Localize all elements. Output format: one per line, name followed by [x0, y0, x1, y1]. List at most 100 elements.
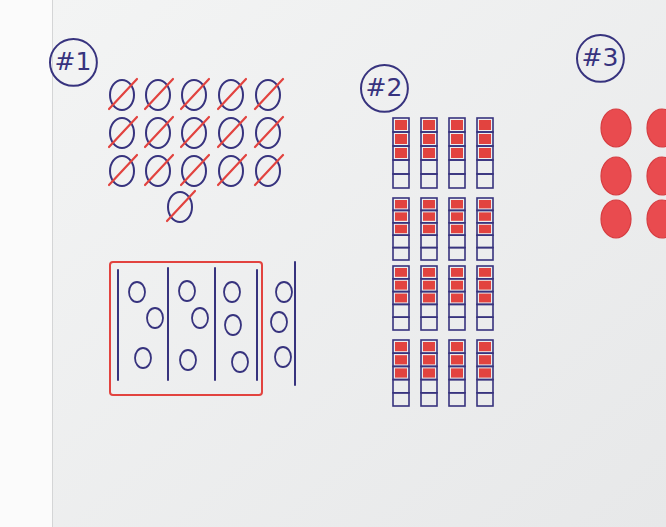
- circle-counter: [135, 348, 151, 368]
- red-fill: [395, 268, 407, 277]
- strip-cell: [449, 118, 465, 132]
- circle-counter: [129, 282, 145, 302]
- red-fill: [451, 294, 463, 303]
- cross-out-slash: [181, 155, 209, 185]
- cross-out-slash: [181, 79, 209, 109]
- red-fill: [395, 355, 407, 364]
- strip-cell: [393, 118, 409, 132]
- circle-counter: [192, 308, 208, 328]
- circle-counter: [224, 282, 240, 302]
- red-fill: [423, 120, 435, 130]
- strip-cell: [393, 160, 409, 174]
- red-counter: [647, 157, 666, 195]
- group-box: [110, 262, 262, 395]
- strip-cell: [477, 366, 493, 379]
- strip-cell: [421, 304, 437, 317]
- red-fill: [395, 148, 407, 158]
- strip-cell: [449, 198, 465, 210]
- red-fill: [451, 212, 463, 220]
- red-counter: [601, 109, 631, 147]
- strip-cell: [393, 317, 409, 330]
- red-counters: [601, 109, 666, 238]
- strip-cell: [421, 279, 437, 292]
- strip-cell: [421, 353, 437, 366]
- strip-cell: [477, 353, 493, 366]
- strip-cell: [477, 174, 493, 188]
- red-counter: [647, 109, 666, 147]
- red-fill: [395, 368, 407, 377]
- red-fill: [451, 342, 463, 351]
- strip-cell: [477, 340, 493, 353]
- problem-number: #1: [55, 49, 92, 74]
- strip-cell: [477, 317, 493, 330]
- strip-cell: [477, 118, 493, 132]
- strip-cell: [421, 292, 437, 305]
- strip-cell: [449, 317, 465, 330]
- grouped-circles: [110, 262, 295, 395]
- strip-cell: [421, 223, 437, 235]
- problem-number: #3: [582, 45, 619, 70]
- red-fill: [423, 134, 435, 144]
- strip-cell: [449, 248, 465, 260]
- ten-frame-strips: [393, 118, 493, 406]
- strip-cell: [393, 210, 409, 222]
- red-fill: [451, 148, 463, 158]
- circle-counter: [225, 315, 241, 335]
- red-fill: [451, 225, 463, 233]
- red-fill: [451, 120, 463, 130]
- strip-cell: [421, 317, 437, 330]
- strip-cell: [449, 366, 465, 379]
- cross-out-slash: [255, 79, 283, 109]
- red-fill: [451, 281, 463, 290]
- strip-cell: [449, 223, 465, 235]
- cross-out-slash: [145, 79, 173, 109]
- red-fill: [451, 355, 463, 364]
- circle-counter: [276, 282, 292, 302]
- cross-out-slash: [218, 155, 246, 185]
- red-fill: [479, 120, 491, 130]
- strip-cell: [393, 393, 409, 406]
- red-counter: [647, 200, 666, 238]
- red-fill: [479, 355, 491, 364]
- board-edge: [52, 0, 53, 527]
- red-counter: [601, 200, 631, 238]
- strip-cell: [449, 132, 465, 146]
- circle-counter: [179, 281, 195, 301]
- strip-cell: [477, 235, 493, 247]
- red-fill: [479, 148, 491, 158]
- strip-cell: [449, 266, 465, 279]
- group-divider: [214, 268, 216, 380]
- circle-counter: [232, 352, 248, 372]
- strip-cell: [421, 248, 437, 260]
- red-fill: [423, 281, 435, 290]
- strip-cell: [393, 198, 409, 210]
- strip-cell: [477, 393, 493, 406]
- group-divider: [167, 268, 169, 380]
- strip-cell: [449, 160, 465, 174]
- strip-cell: [421, 146, 437, 160]
- red-fill: [423, 342, 435, 351]
- strip-cell: [421, 174, 437, 188]
- strip-cell: [449, 380, 465, 393]
- red-fill: [395, 281, 407, 290]
- red-fill: [451, 134, 463, 144]
- strip-cell: [449, 353, 465, 366]
- strip-cell: [421, 235, 437, 247]
- red-fill: [395, 294, 407, 303]
- cross-out-slash: [145, 117, 173, 147]
- red-fill: [479, 368, 491, 377]
- strip-cell: [393, 340, 409, 353]
- strip-cell: [421, 366, 437, 379]
- cross-out-slash: [109, 79, 137, 109]
- strip-cell: [421, 210, 437, 222]
- strip-cell: [393, 353, 409, 366]
- strip-cell: [393, 380, 409, 393]
- strip-cell: [477, 132, 493, 146]
- red-fill: [451, 368, 463, 377]
- red-fill: [395, 134, 407, 144]
- strip-cell: [449, 210, 465, 222]
- strip-cell: [393, 266, 409, 279]
- strip-cell: [449, 292, 465, 305]
- strip-cell: [477, 146, 493, 160]
